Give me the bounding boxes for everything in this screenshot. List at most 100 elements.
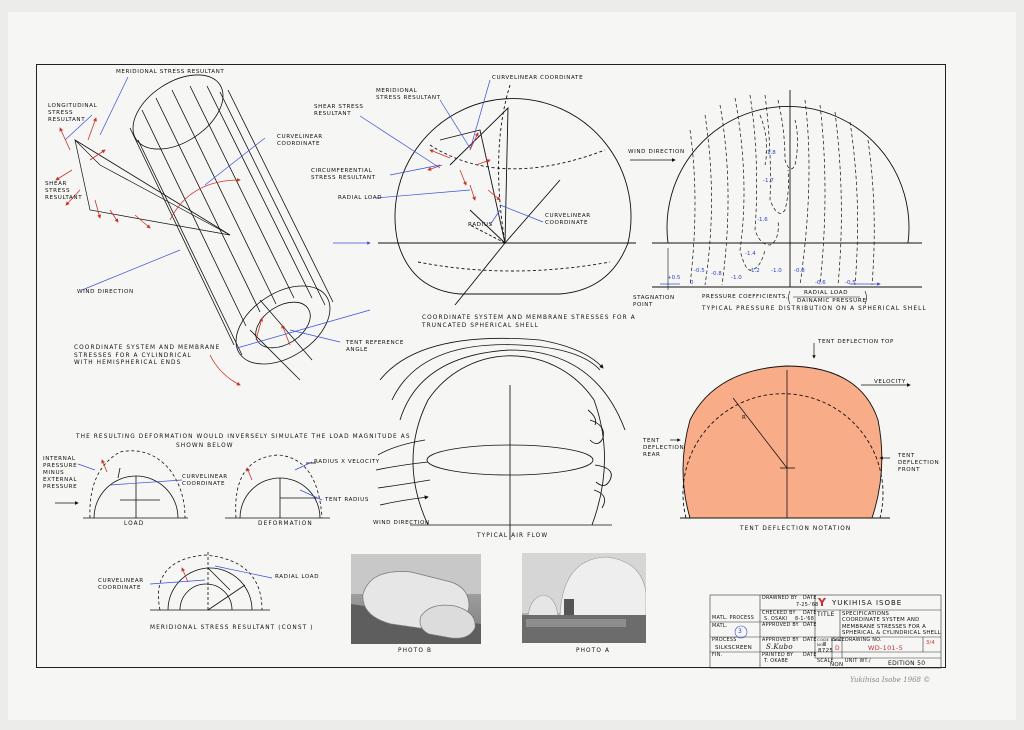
pressure-value: -1.4 <box>745 251 756 257</box>
label-stagnation-point: STAGNATION POINT <box>633 295 675 308</box>
label-curvilinear-bottom: CURVELINEAR COORDINATE <box>98 578 144 591</box>
sphere-blue-leaders <box>333 79 544 245</box>
label-radial-load-bottom: RADIAL LOAD <box>275 574 320 580</box>
pressure-value: -1.0 <box>731 275 742 281</box>
label-curvilinear-cylinder: CURVELINEAR COORDINATE <box>277 134 323 147</box>
lower-red-arrows <box>101 459 253 583</box>
tb-code-mark: Ⅲ <box>823 642 827 648</box>
label-radius: RADIUS <box>468 222 493 228</box>
artist-signature: Yukihisa Isobe 1968 © <box>850 676 931 684</box>
label-tent-deflection-front: TENT DEFLECTION FRONT <box>898 453 940 473</box>
tb-edition: EDITION 50 <box>888 660 926 667</box>
tb-scale-label: SCALE <box>817 659 834 664</box>
tb-checked-date: 8-1-'68 <box>795 617 815 622</box>
label-velocity: VELOCITY <box>874 379 906 385</box>
lower-blue-leaders <box>77 461 323 585</box>
label-wind-direction-flow: WIND DIRECTION <box>373 520 430 526</box>
tb-unit-label: UNIT WT./ <box>845 659 871 664</box>
tb-company: YUKIHISA ISOBE <box>832 599 903 607</box>
tb-scale: NON <box>830 662 844 668</box>
title-block-lines <box>709 594 942 669</box>
label-radius-velocity: RADIUS X VELOCITY <box>314 459 380 465</box>
tb-printer: T. OKABE <box>764 659 789 664</box>
tb-drawing-no: WD-101-5 <box>868 644 904 652</box>
pressure-value: -1.2 <box>749 268 760 274</box>
label-internal-pressure: INTERNAL PRESSURE MINUS EXTERNAL PRESSUR… <box>43 456 78 490</box>
label-curvilinear-load: CURVELINEAR COORDINATE <box>182 474 228 487</box>
cylinder-diagram <box>74 74 334 381</box>
tb-matl-process: MATL. PROCESS <box>712 616 755 621</box>
tb-size-label: SIZE <box>833 638 845 643</box>
drawing-border <box>36 64 946 668</box>
pressure-value: -0.8 <box>711 271 722 277</box>
label-meridional-stress-resultant: MERIDIONAL STRESS RESULTANT <box>116 69 225 75</box>
caption-meridional-const: MERIDIONAL STRESS RESULTANT (CONST ) <box>150 625 314 631</box>
cylinder-blue-leaders <box>64 76 371 349</box>
tb-checked-by: CHECKED BY <box>762 611 796 616</box>
label-deformation-intro: THE RESULTING DEFORMATION WOULD INVERSEL… <box>76 434 411 440</box>
tb-process: PROCESS <box>712 638 737 643</box>
sphere-diagram <box>378 84 636 306</box>
bottom-dome <box>150 550 270 611</box>
pressure-value: -0.5 <box>694 268 705 274</box>
label-tent-deflection-top: TENT DEFLECTION TOP <box>818 339 894 345</box>
tb-approved-date-2: DATE <box>803 638 817 643</box>
pressure-fraction <box>788 290 867 305</box>
label-radial-load-fraction: RADIAL LOAD <box>804 290 849 296</box>
label-wind-direction-right: WIND DIRECTION <box>628 149 685 155</box>
sphere-red-arrows <box>427 132 501 201</box>
label-shown-below: SHOWN BELOW <box>176 443 234 449</box>
tb-approved-by-2: APPROVED BY <box>762 638 799 643</box>
pressure-value: -0.6 <box>815 280 826 286</box>
pressure-value: 0 <box>690 280 694 286</box>
caption-tent-deflection-notation: TENT DEFLECTION NOTATION <box>740 526 852 532</box>
tb-approver-signature: S.Kubo <box>766 643 793 651</box>
tb-checker: S. OSAKI <box>764 617 788 622</box>
pressure-value: +0.5 <box>667 275 681 281</box>
tb-process-value: SILKSCREEN <box>715 645 753 651</box>
tb-approved-by: APPROVED BY <box>762 623 799 628</box>
caption-photo-a: PHOTO A <box>576 648 611 654</box>
label-pressure-coefficients: PRESSURE COEFFICIENTS, <box>702 294 789 300</box>
tb-fin: FIN. <box>712 653 723 658</box>
label-longitudinal-stress: LONGITUDINAL STRESS RESULTANT <box>48 103 98 123</box>
label-tent-radius: TENT RADIUS <box>325 497 370 503</box>
pressure-distribution <box>652 90 922 288</box>
label-shear-sphere: SHEAR STRESS RESULTANT <box>314 104 364 117</box>
photo-a <box>522 553 646 643</box>
caption-sphere: COORDINATE SYSTEM AND MEMBRANE STRESSES … <box>422 315 636 329</box>
label-deformation: DEFORMATION <box>258 521 313 527</box>
tb-title: SPECIFICATIONS COORDINATE SYSTEM AND MEM… <box>842 611 941 637</box>
tb-checked-date-label: DATE <box>803 611 817 616</box>
tb-code-ident: 8725 <box>818 648 834 654</box>
label-r: R <box>742 415 747 421</box>
label-radial-load-sphere: RADIAL LOAD <box>338 195 383 201</box>
pressure-value: -1.6 <box>757 217 768 223</box>
pressure-value: -0.5 <box>845 280 856 286</box>
caption-cylinder: COORDINATE SYSTEM AND MEMBRANE STRESSES … <box>74 345 221 367</box>
label-curvilinear-sphere: CURVELINEAR COORDINATE <box>545 213 591 226</box>
tb-title-label: TITLE <box>817 611 835 618</box>
tb-drawing-no-label: DRAWING NO. <box>845 638 882 643</box>
label-tent-reference-angle: TENT REFERENCE ANGLE <box>346 340 404 353</box>
tb-printed-date: DATE <box>803 653 817 658</box>
caption-pressure: TYPICAL PRESSURE DISTRIBUTION ON A SPHER… <box>702 306 927 312</box>
label-wind-direction-left: WIND DIRECTION <box>77 289 134 295</box>
tb-sheet-mark: 3/4 <box>926 640 935 646</box>
drawing-sheet <box>8 12 1016 720</box>
tb-approved-date-label: DATE <box>803 623 817 628</box>
pressure-contours <box>689 94 875 286</box>
label-dynamic-pressure: DAINAMIC PRESSURE <box>797 298 867 304</box>
label-load: LOAD <box>124 521 145 527</box>
tb-matl-value: 3 <box>738 628 743 635</box>
tb-drawn-date: 7-25-'68 <box>796 603 819 608</box>
label-tent-deflection-rear: TENT DEFLECTION REAR <box>643 438 685 458</box>
pressure-value: -1.0 <box>771 268 782 274</box>
tent-deflection-diagram <box>670 343 911 519</box>
label-shear-stress-left: SHEAR STRESS RESULTANT <box>45 181 83 201</box>
label-circumferential: CIRCUMFERENTIAL STRESS RESULTANT <box>311 168 376 181</box>
tb-logo: Y <box>818 596 827 609</box>
tb-drawn-date-label: DATE <box>803 596 817 601</box>
tb-code-ident-label: CODE IDENT NO. <box>817 637 844 647</box>
